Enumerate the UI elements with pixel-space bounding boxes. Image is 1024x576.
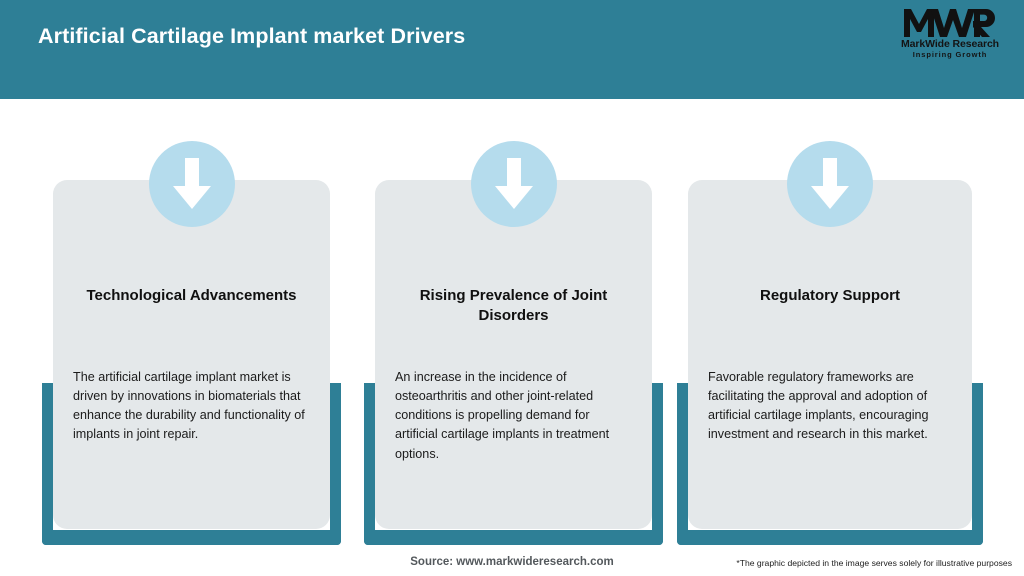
page-title: Artificial Cartilage Implant market Driv…	[38, 24, 466, 48]
logo-tagline: Inspiring Growth	[912, 49, 988, 59]
down-arrow-icon	[148, 141, 235, 227]
brand-logo: MarkWide Research Inspiring Growth	[894, 8, 1006, 58]
card-panel: Rising Prevalence of Joint Disorders An …	[375, 180, 652, 529]
card-panel: Technological Advancements The artificia…	[53, 180, 330, 529]
logo-company-name: MarkWide Research	[901, 38, 999, 50]
card-body-text: The artificial cartilage implant market …	[73, 370, 305, 442]
card-title: Regulatory Support	[759, 287, 900, 304]
card-title: Rising Prevalence of Joint Disorders	[419, 287, 608, 325]
card-bracket	[677, 383, 983, 545]
header-bar	[0, 0, 1024, 99]
card-bracket	[364, 383, 663, 545]
card-body-text: An increase in the incidence of osteoart…	[395, 370, 610, 461]
down-arrow-icon	[470, 141, 557, 227]
card-body-text: Favorable regulatory frameworks are faci…	[708, 370, 929, 442]
source-note: Source: www.markwideresearch.com	[410, 556, 614, 568]
card-title: Technological Advancements	[86, 287, 297, 304]
down-arrow-icon	[787, 141, 873, 227]
mwr-monogram-icon	[894, 8, 1006, 38]
disclaimer-note: *The graphic depicted in the image serve…	[736, 558, 1012, 568]
card-bracket	[42, 383, 341, 545]
card-panel: Regulatory Support Favorable regulatory …	[688, 180, 972, 529]
